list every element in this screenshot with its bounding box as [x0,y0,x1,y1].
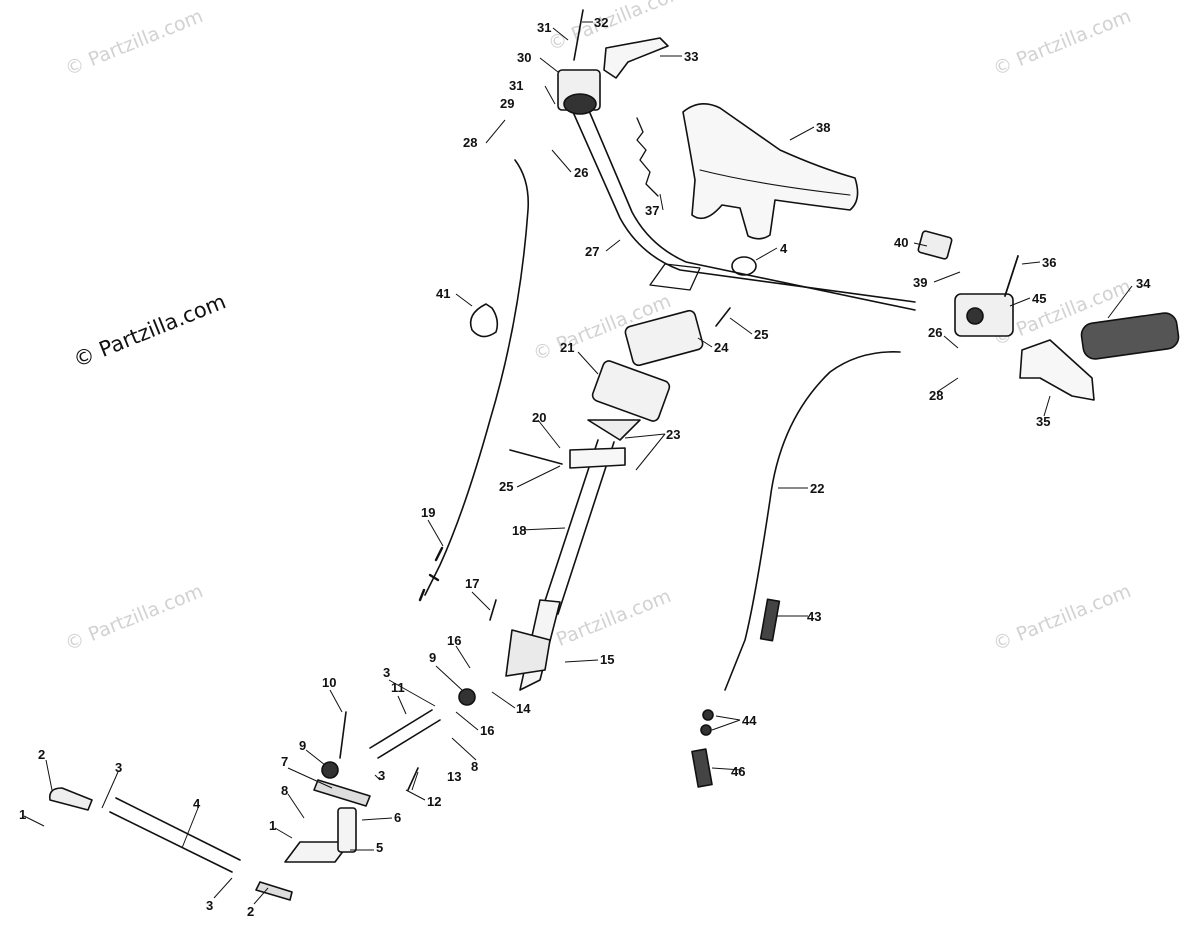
callout-15: 15 [600,652,614,667]
callout-8-b: 8 [281,783,288,798]
callout-19: 19 [421,505,435,520]
callout-34: 34 [1136,276,1151,291]
callout-36: 36 [1042,255,1056,270]
kill-switch [917,230,953,260]
bolt-25-lower [509,449,563,465]
callout-3-b: 3 [378,768,385,783]
callout-35: 35 [1036,414,1050,429]
callout-13: 13 [447,769,461,784]
callout-7: 7 [281,754,288,769]
callout-28-a: 28 [463,135,477,150]
callout-22: 22 [810,481,824,496]
spring-46 [691,748,713,788]
handlebar-pad [682,103,859,240]
handlebar-grip [1080,312,1180,360]
callout-29: 29 [500,96,514,111]
throttle-lever [1019,339,1095,401]
callout-26-b: 26 [928,325,942,340]
throttle-spring [636,117,659,197]
callout-3-c: 3 [115,760,122,775]
callout-1-b: 1 [269,818,276,833]
bolt-17 [489,599,497,621]
callout-23: 23 [666,427,680,442]
callout-6: 6 [394,810,401,825]
callout-31-a: 31 [537,20,551,35]
tie-rod-end-right [255,881,293,901]
callout-17: 17 [465,576,479,591]
callout-32: 32 [594,15,608,30]
callout-16-b: 16 [480,723,494,738]
callout-44: 44 [742,713,757,728]
callout-2-a: 2 [38,747,45,762]
callout-1-a: 1 [19,807,26,822]
ring-clamp [731,256,757,276]
callout-43: 43 [807,609,821,624]
callout-18: 18 [512,523,526,538]
callout-12: 12 [427,794,441,809]
callout-41: 41 [436,286,450,301]
callout-24: 24 [714,340,729,355]
callout-4-lower: 4 [193,796,201,811]
bolt-36 [1004,255,1019,297]
brake-cable-end [418,546,444,602]
callout-4-upper: 4 [780,241,788,256]
callout-5: 5 [376,840,383,855]
cable-sleeve [759,598,781,642]
callout-11: 11 [391,680,405,695]
left-lever [603,37,669,79]
callout-16-a: 16 [447,633,461,648]
callout-31-b: 31 [509,78,523,93]
tie-rod-end-left [48,787,93,811]
callout-26-a: 26 [574,165,588,180]
callout-27: 27 [585,244,599,259]
callout-39: 39 [913,275,927,290]
throttle-cable [724,351,901,691]
left-control-block [557,69,601,115]
callout-9-a: 9 [429,650,436,665]
callout-33: 33 [684,49,698,64]
callout-25-b: 25 [499,479,513,494]
bolt-32 [573,9,584,61]
callout-20: 20 [532,410,546,425]
callout-21: 21 [560,340,574,355]
bolt-25-upper [715,307,731,327]
throttle-housing [954,293,1014,337]
brake-cable [424,159,530,596]
callout-28-b: 28 [929,388,943,403]
callout-2-b: 2 [247,904,254,919]
callout-14: 14 [516,701,531,716]
spindle-arm [284,807,357,863]
callout-30: 30 [517,50,531,65]
callout-9-b: 9 [299,738,306,753]
callout-38: 38 [816,120,830,135]
callout-25-a: 25 [754,327,768,342]
bolt-13 [407,767,419,791]
drag-link [321,688,476,779]
callout-8-a: 8 [471,759,478,774]
part-callouts: 31 32 33 30 31 29 28 26 38 37 27 4 40 36… [19,15,1151,919]
tie-rod [109,797,241,873]
nut-44b [700,724,712,736]
callout-3-a: 3 [383,665,390,680]
steering-column [505,309,704,691]
callout-46: 46 [731,764,745,779]
handlebar [572,105,916,311]
callout-45: 45 [1032,291,1046,306]
callout-10: 10 [322,675,336,690]
callout-37: 37 [645,203,659,218]
bolt-10 [339,711,347,759]
callout-40: 40 [894,235,908,250]
cable-clip [469,303,499,338]
nut-44a [702,709,714,721]
callout-3-d: 3 [206,898,213,913]
